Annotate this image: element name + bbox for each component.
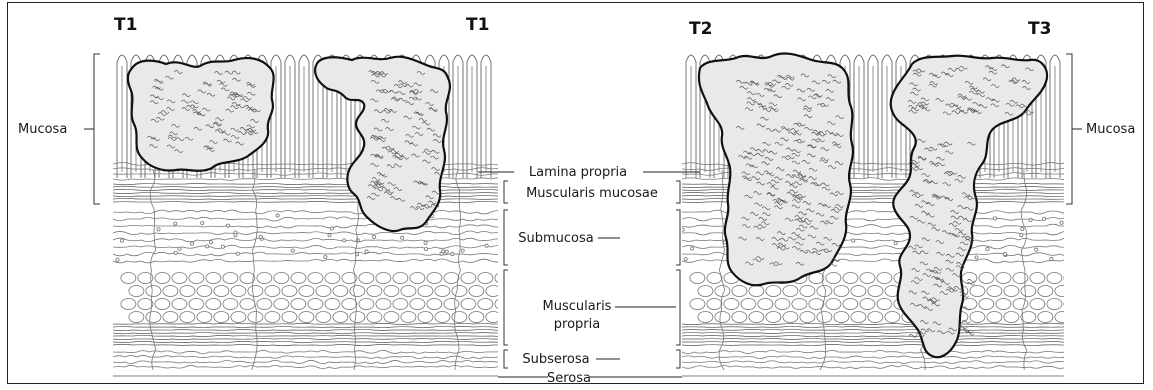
submucosa-bracket-right: [676, 210, 680, 265]
tumor-t1-left: [128, 58, 274, 171]
submucosa-bracket-left: [504, 210, 508, 265]
muscularis-mucosae-label: Muscularis mucosae: [526, 186, 658, 201]
stage-label-t2: T2: [689, 19, 712, 39]
muscularis-propria-bracket-left: [504, 270, 508, 345]
submucosa-label: Submucosa: [518, 231, 594, 246]
subserosa-bracket-right: [676, 350, 680, 368]
muscularis-propria-label-line1: Muscularis: [543, 299, 612, 314]
serosa-label: Serosa: [547, 371, 591, 386]
stage-label-t1-left: T1: [114, 15, 137, 35]
mucosa-label-left: Mucosa: [18, 122, 67, 137]
stage-label-t3: T3: [1028, 19, 1051, 39]
subserosa-label: Subserosa: [522, 352, 589, 367]
mucosa-bracket-left: [94, 54, 100, 204]
muscularis-propria-label-line2: propria: [554, 317, 600, 332]
mucosa-label-right: Mucosa: [1086, 122, 1135, 137]
lamina-propria-label: Lamina propria: [529, 165, 627, 180]
subserosa-bracket-left: [504, 350, 508, 368]
mucosa-bracket-right: [1066, 54, 1072, 204]
stage-label-t1-right: T1: [466, 15, 489, 35]
muscularis-propria-bracket-right: [676, 270, 680, 345]
muscularis-mucosae-bracket-right: [676, 181, 680, 203]
muscularis-mucosae-bracket-left: [504, 181, 508, 203]
